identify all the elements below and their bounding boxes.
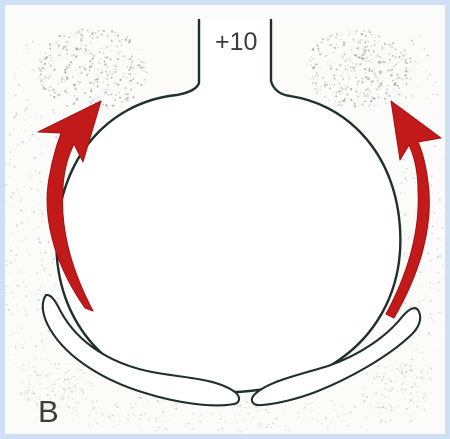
diagram-canvas: +10 B bbox=[5, 5, 445, 434]
panel-letter: B bbox=[38, 394, 59, 429]
pressure-label: +10 bbox=[215, 28, 257, 56]
